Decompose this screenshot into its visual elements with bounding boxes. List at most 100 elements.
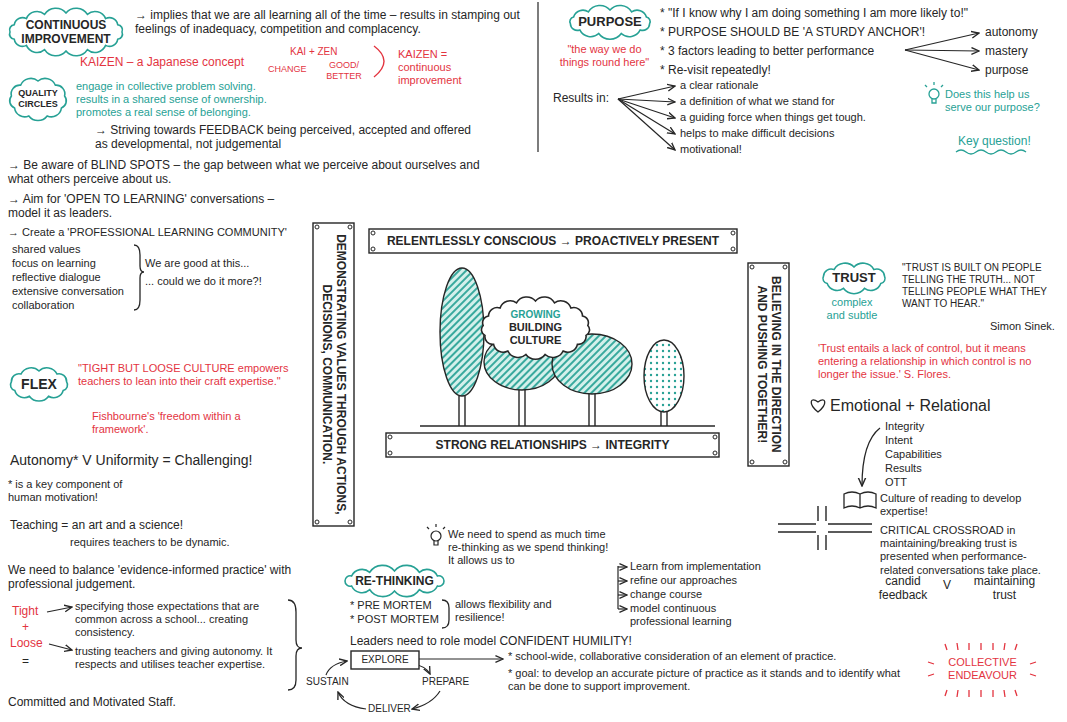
cloud-outline — [570, 5, 650, 39]
note-text: SUSTAIN — [306, 676, 349, 688]
explore-arrow — [414, 658, 503, 659]
factor-arrows — [905, 50, 979, 51]
value-banner: DEMONSTRATING VALUES THROUGH ACTIONS, DE… — [312, 222, 355, 527]
factor-arrows — [905, 50, 979, 70]
note-block: helps to make difficult decisions — [680, 127, 835, 140]
note-block: Learn from implementation — [630, 560, 761, 573]
brace — [288, 600, 302, 690]
note-text: → Aim for 'OPEN TO LEARNING' conversatio… — [8, 192, 308, 221]
crossroad-symbol — [778, 506, 872, 550]
note-text: * school-wide, collaborative considerati… — [508, 650, 918, 663]
banner-bolt — [783, 265, 787, 269]
note-block: → Aim for 'OPEN TO LEARNING' conversatio… — [8, 192, 308, 221]
note-text: allows flexibility and resilience! — [455, 598, 555, 624]
text-stack: STRONG RELATIONSHIPS → INTEGRITY — [385, 432, 720, 458]
note-text: * 3 factors leading to better performanc… — [660, 44, 874, 58]
note-text: → Create a 'PROFESSIONAL LEARNING COMMUN… — [8, 226, 287, 239]
note-text: a definition of what we stand for — [680, 95, 835, 108]
note-text: Teaching = an art and a science! — [10, 518, 183, 532]
note-text: a guiding force when things get tough. — [680, 111, 866, 124]
mortem-bracket — [442, 600, 449, 628]
lightbulb-icon — [427, 524, 445, 545]
heart-icon — [811, 400, 825, 412]
note-text: Tight — [12, 604, 38, 618]
note-text: * PURPOSE SHOULD BE 'A STURDY ANCHOR'! — [660, 25, 925, 39]
note-text: → Striving towards FEEDBACK being percei… — [95, 123, 485, 152]
note-block: KAIZEN – a Japanese concept — [80, 55, 244, 69]
note-block: SUSTAIN — [306, 676, 349, 688]
tight-loose-arrows — [47, 607, 72, 612]
wavy-underline — [956, 150, 1026, 154]
note-text: Integrity — [885, 420, 924, 433]
note-text: collaboration — [12, 299, 74, 312]
note-text: Learn from implementation — [630, 560, 761, 573]
note-block: OTT — [885, 476, 907, 489]
topic-cloud: CONTINUOUS IMPROVEMENT — [5, 8, 127, 56]
branch-arrows — [618, 608, 627, 609]
cloud-outline — [10, 78, 67, 120]
note-block: a definition of what we stand for — [680, 95, 835, 108]
banner-bolt — [348, 225, 352, 229]
topic-cloud: RE-THINKING — [340, 566, 449, 596]
topic-cloud: PURPOSE — [565, 5, 655, 39]
note-text: ... could we do it more?! — [145, 275, 262, 288]
text-stack: RE-THINKING — [340, 566, 449, 596]
node-label: TRUST — [832, 270, 875, 286]
note-text: * POST MORTEM — [350, 613, 439, 626]
note-block: Intent — [885, 434, 913, 447]
note-block: "TRUST IS BUILT ON PEOPLE TELLING THE TR… — [902, 262, 1057, 310]
note-text: complex and subtle — [822, 296, 882, 322]
kaizen-bracket — [374, 46, 384, 77]
banner-outline — [313, 223, 354, 526]
note-block: motivational! — [680, 143, 742, 156]
note-block: requires teachers to be dynamic. — [70, 536, 230, 549]
branch-arrows — [618, 566, 627, 567]
banner-outline — [351, 651, 419, 669]
banner-bolt — [750, 460, 754, 464]
text-stack: PURPOSE — [565, 5, 655, 39]
note-block: purpose — [985, 63, 1028, 77]
note-block: candid feedback — [872, 574, 934, 603]
tight-loose-arrows — [47, 607, 72, 650]
banner-bolt — [315, 520, 319, 524]
note-block: allows flexibility and resilience! — [455, 598, 555, 624]
node-label: STRONG RELATIONSHIPS → INTEGRITY — [436, 438, 670, 452]
curved-arrow — [862, 428, 880, 486]
note-block: KAIZEN = continuous improvement — [398, 48, 493, 88]
note-text: Results — [885, 462, 922, 475]
note-text: CHANGE — [268, 64, 307, 75]
note-text: a clear rationale — [680, 79, 758, 92]
note-block: COLLECTIVE ENDEAVOUR — [940, 656, 1025, 682]
note-text: purpose — [985, 63, 1028, 77]
note-block: Fishbourne's 'freedom within a framework… — [92, 410, 262, 436]
result-arrows — [618, 86, 675, 99]
note-text: model continuous professional learning — [630, 602, 770, 628]
note-text: Autonomy* V Uniformity = Challenging! — [10, 452, 252, 469]
tree-illustration — [420, 268, 715, 426]
note-text: Simon Sinek. — [990, 320, 1055, 333]
note-text: We need to spend as much time re-thinkin… — [448, 528, 613, 568]
node-label: EXPLORE — [361, 654, 408, 666]
mortem-bracket — [442, 600, 449, 628]
lightbulb-icon — [434, 541, 438, 545]
note-block: trusting teachers and giving autonomy. I… — [75, 645, 285, 671]
curved-arrow — [862, 428, 880, 486]
note-text: helps to make difficult decisions — [680, 127, 835, 140]
note-block: change course — [630, 588, 702, 601]
note-block: * 3 factors leading to better performanc… — [660, 44, 874, 58]
node-label: CONTINUOUS IMPROVEMENT — [17, 18, 115, 47]
node-label: BUILDING CULTURE — [490, 321, 582, 347]
note-block: Key question! — [958, 134, 1031, 148]
note-text: KAI + ZEN — [290, 46, 338, 58]
note-text: → Be aware of BLIND SPOTS – the gap betw… — [8, 158, 498, 187]
banner-bolt — [731, 247, 735, 251]
banner-bolt — [713, 435, 717, 439]
node-label: PURPOSE — [578, 14, 642, 30]
note-text: Intent — [885, 434, 913, 447]
note-text: Key question! — [958, 134, 1031, 148]
note-block: shared values — [12, 243, 81, 256]
note-text: change course — [630, 588, 702, 601]
note-text: Capabilities — [885, 448, 942, 461]
crossroad-symbol — [778, 506, 872, 550]
